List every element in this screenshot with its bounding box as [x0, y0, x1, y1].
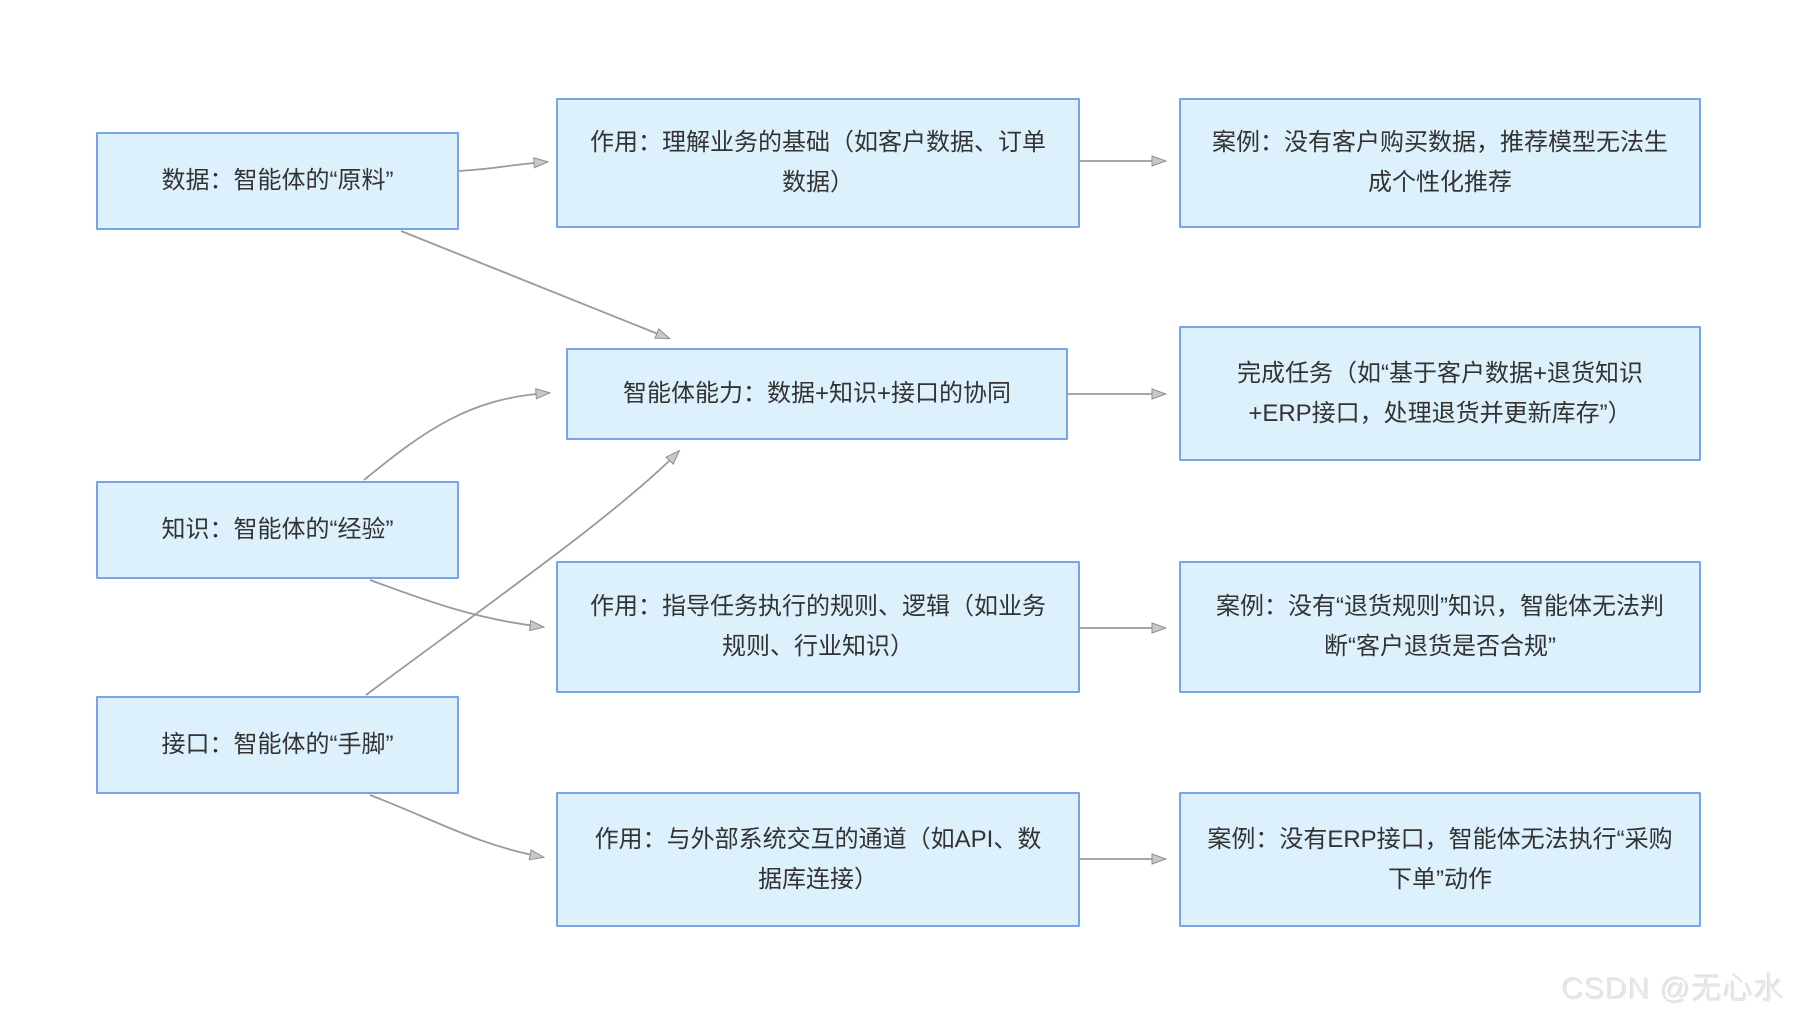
- node-data: 数据：智能体的“原料”: [96, 132, 459, 230]
- node-agent-capability: 智能体能力：数据+知识+接口的协同: [566, 348, 1068, 440]
- edge-data-agent-capability: [400, 230, 668, 338]
- edge-interface-interface-role: [369, 794, 542, 857]
- node-interface-case: 案例：没有ERP接口，智能体无法执行“采购下单”动作: [1179, 792, 1701, 927]
- edge-data-data-role: [458, 162, 546, 172]
- node-data-role: 作用：理解业务的基础（如客户数据、订单数据）: [556, 98, 1080, 228]
- edge-knowledge-knowledge-role: [369, 579, 542, 627]
- node-knowledge-role: 作用：指导任务执行的规则、逻辑（如业务规则、行业知识）: [556, 561, 1080, 693]
- node-knowledge-case: 案例：没有“退货规则”知识，智能体无法判断“客户退货是否合规”: [1179, 561, 1701, 693]
- node-interface-role: 作用：与外部系统交互的通道（如API、数据库连接）: [556, 792, 1080, 927]
- csdn-watermark: CSDN @无心水: [1562, 973, 1785, 1006]
- edge-knowledge-agent-capability: [363, 393, 548, 481]
- node-knowledge: 知识：智能体的“经验”: [96, 481, 459, 579]
- node-capability-outcome: 完成任务（如“基于客户数据+退货知识+ERP接口，处理退货并更新库存”）: [1179, 326, 1701, 461]
- node-data-case: 案例：没有客户购买数据，推荐模型无法生成个性化推荐: [1179, 98, 1701, 228]
- node-interface: 接口：智能体的“手脚”: [96, 696, 459, 794]
